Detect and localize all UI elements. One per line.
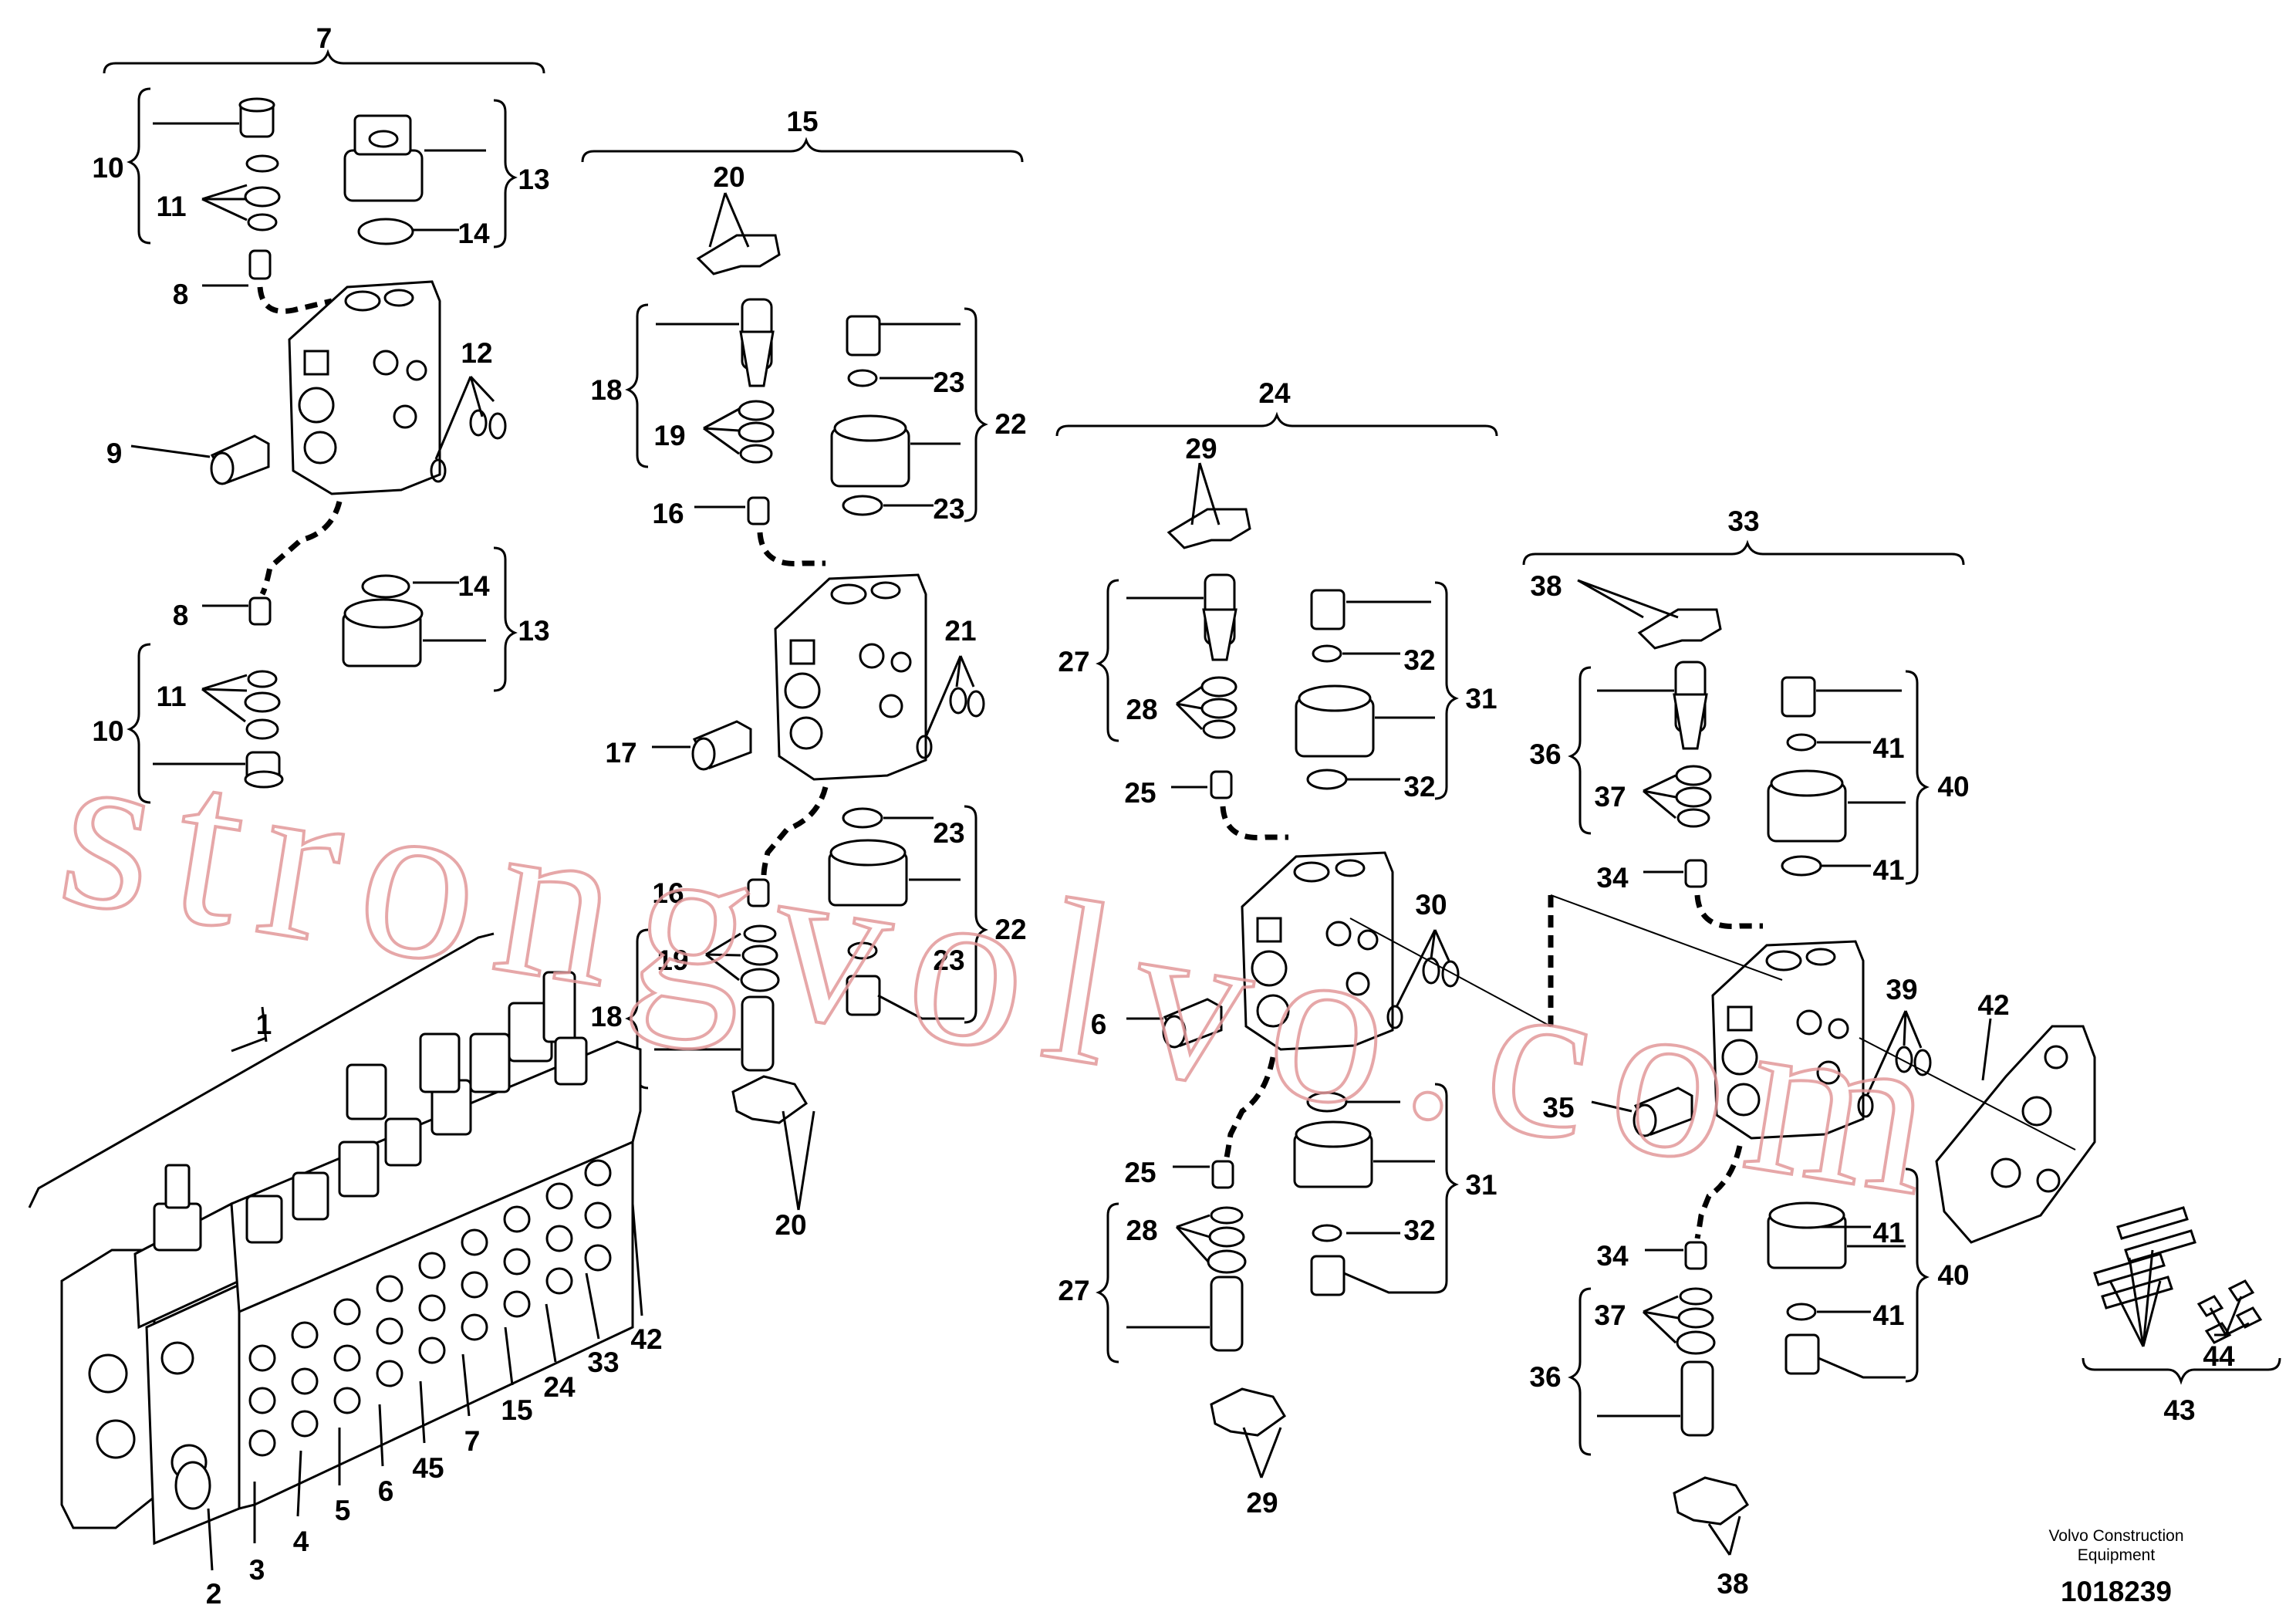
section-7-parts	[210, 97, 507, 789]
callout-9: 9	[106, 438, 123, 469]
callout-20: 20	[775, 1209, 806, 1241]
callout-19: 19	[653, 420, 685, 451]
callout-18: 18	[590, 1001, 622, 1032]
callout-7: 7	[464, 1425, 481, 1457]
callout-41: 41	[1872, 732, 1904, 764]
callout-32: 32	[1403, 644, 1435, 676]
callout-30: 30	[1415, 889, 1447, 921]
callout-41: 41	[1872, 1299, 1904, 1331]
callout-41: 41	[1872, 854, 1904, 886]
callout-14: 14	[458, 570, 490, 602]
callout-7: 7	[316, 22, 333, 54]
callout-1: 1	[256, 1009, 272, 1040]
callout-29: 29	[1246, 1487, 1278, 1519]
callout-34: 34	[1596, 1240, 1629, 1272]
callout-45: 45	[412, 1452, 444, 1484]
callout-28: 28	[1126, 1215, 1157, 1246]
callout-14: 14	[458, 218, 490, 249]
callout-23: 23	[933, 817, 964, 849]
callout-23: 23	[933, 944, 964, 976]
callout-44: 44	[2203, 1340, 2235, 1372]
callout-25: 25	[1124, 777, 1156, 809]
valve-assembly	[60, 971, 642, 1546]
callout-16: 16	[652, 877, 684, 909]
callout-12: 12	[461, 337, 492, 369]
group-brackets	[28, 49, 2281, 1456]
callout-27: 27	[1058, 1275, 1089, 1306]
callout-20: 20	[713, 161, 745, 193]
callout-4: 4	[293, 1526, 309, 1557]
credit-line-1: Volvo Construction	[2048, 1527, 2183, 1545]
callout-15: 15	[501, 1394, 532, 1426]
callout-37: 37	[1594, 1299, 1626, 1331]
callout-23: 23	[933, 367, 964, 398]
callout-22: 22	[994, 914, 1026, 945]
callout-34: 34	[1596, 862, 1629, 894]
callout-39: 39	[1886, 974, 1917, 1005]
callout-22: 22	[994, 408, 1026, 440]
callout-43: 43	[2163, 1394, 2195, 1426]
callout-13: 13	[518, 615, 549, 647]
callout-24: 24	[543, 1371, 576, 1403]
callout-31: 31	[1465, 683, 1497, 715]
callout-25: 25	[1124, 1157, 1156, 1188]
callout-15: 15	[786, 106, 818, 137]
callout-10: 10	[92, 715, 123, 747]
callout-2: 2	[206, 1578, 222, 1610]
leader-lines	[130, 122, 2250, 1571]
callout-21: 21	[944, 615, 976, 647]
callout-11: 11	[156, 681, 186, 712]
callout-40: 40	[1937, 771, 1969, 803]
callout-11: 11	[156, 191, 186, 222]
callout-37: 37	[1594, 781, 1626, 813]
callout-3: 3	[249, 1554, 265, 1586]
callout-10: 10	[92, 152, 123, 184]
callout-24: 24	[1258, 377, 1291, 409]
callout-27: 27	[1058, 646, 1089, 678]
callout-5: 5	[335, 1495, 351, 1526]
callout-18: 18	[590, 374, 622, 406]
callout-23: 23	[933, 493, 964, 525]
callout-38: 38	[1717, 1568, 1748, 1600]
callout-8: 8	[173, 279, 189, 310]
callout-6: 6	[1091, 1009, 1107, 1040]
callout-17: 17	[605, 737, 636, 769]
callout-13: 13	[518, 164, 549, 195]
callout-32: 32	[1403, 1215, 1435, 1246]
diagram-number: 1018239	[2061, 1576, 2172, 1607]
callout-33: 33	[587, 1347, 619, 1378]
callout-42: 42	[1977, 989, 2009, 1021]
callout-31: 31	[1465, 1169, 1497, 1201]
callout-36: 36	[1529, 738, 1561, 770]
section-24-parts	[1162, 508, 1460, 1437]
callout-8: 8	[173, 600, 189, 631]
callout-42: 42	[630, 1323, 662, 1355]
section-33-parts	[1349, 608, 2263, 1526]
callout-41: 41	[1872, 1217, 1904, 1249]
callout-40: 40	[1937, 1259, 1969, 1291]
callout-19: 19	[657, 944, 688, 976]
callout-32: 32	[1403, 771, 1435, 803]
callout-29: 29	[1185, 433, 1217, 465]
callout-33: 33	[1727, 505, 1759, 537]
callout-36: 36	[1529, 1361, 1561, 1393]
callout-6: 6	[378, 1475, 394, 1507]
callout-35: 35	[1542, 1092, 1574, 1124]
callout-28: 28	[1126, 694, 1157, 725]
callout-38: 38	[1530, 570, 1562, 602]
callout-16: 16	[652, 498, 684, 529]
credit-line-2: Equipment	[2078, 1546, 2156, 1564]
